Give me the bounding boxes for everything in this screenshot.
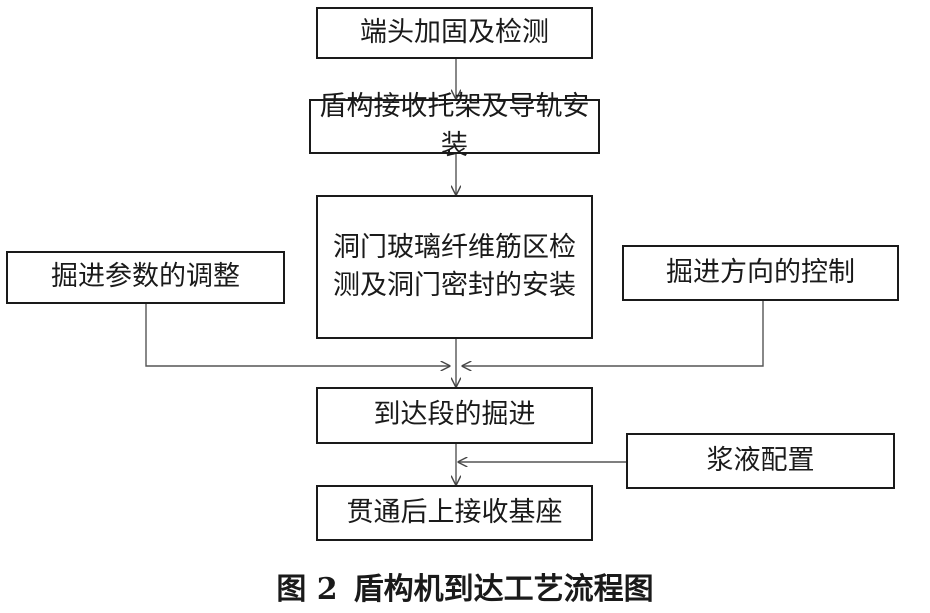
- node-seal-line1: 洞门玻璃纤维筋区检: [333, 231, 576, 263]
- figure-number: 图 2: [276, 572, 338, 607]
- arrow-direction-to-merge: [462, 301, 764, 366]
- node-seal: 洞门玻璃纤维筋区检 测及洞门密封的安装: [316, 195, 593, 339]
- node-receive: 贯通后上接收基座: [316, 485, 593, 541]
- node-grout-label: 浆液配置: [706, 444, 815, 476]
- node-reinforce-label: 端头加固及检测: [360, 16, 549, 48]
- node-direction: 掘进方向的控制: [622, 245, 899, 301]
- figure-title: 盾构机到达工艺流程图: [353, 572, 654, 607]
- figure-caption: 图 2 盾构机到达工艺流程图: [0, 564, 930, 608]
- node-direction-label: 掘进方向的控制: [666, 256, 855, 288]
- node-grout: 浆液配置: [626, 433, 895, 489]
- node-bracket-label: 盾构接收托架及导轨安装: [319, 91, 590, 161]
- node-reinforce: 端头加固及检测: [316, 7, 593, 59]
- node-params: 掘进参数的调整: [6, 251, 285, 304]
- node-excavation-label: 到达段的掘进: [373, 399, 536, 431]
- arrow-params-to-merge: [145, 304, 450, 366]
- node-receive-label: 贯通后上接收基座: [346, 496, 563, 528]
- node-seal-line2: 测及洞门密封的安装: [333, 270, 576, 301]
- node-bracket: 盾构接收托架及导轨安装: [309, 91, 600, 161]
- node-params-label: 掘进参数的调整: [51, 261, 240, 293]
- node-excavation: 到达段的掘进: [316, 387, 593, 444]
